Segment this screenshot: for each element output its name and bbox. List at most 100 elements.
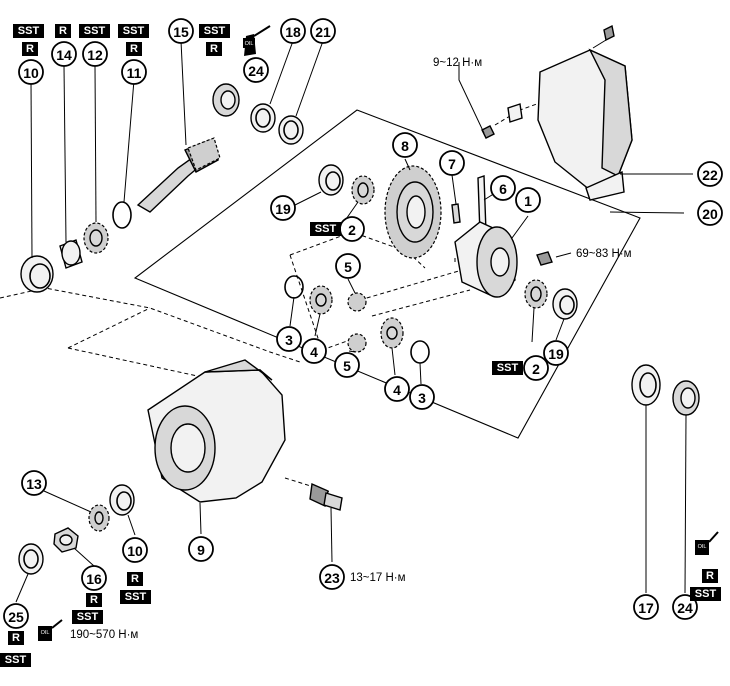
- callout-22-label: 22: [702, 167, 718, 183]
- callout-3-left-label: 3: [285, 332, 293, 348]
- callout-5-lower: 5: [334, 352, 360, 378]
- oil-can-icon: OIL: [243, 25, 271, 56]
- callout-24-top-label: 24: [248, 63, 264, 79]
- callout-7-label: 7: [448, 156, 456, 172]
- oil-can-label: OIL: [41, 630, 50, 636]
- tag-sst-11-label: SST: [123, 25, 145, 37]
- tag-r-24-top: R: [206, 42, 222, 56]
- callout-9-label: 9: [197, 542, 205, 558]
- callout-22: 22: [697, 161, 723, 187]
- bearing-2-lower: [524, 279, 548, 309]
- pinion-gear-5-upper: [347, 292, 367, 312]
- tag-r-16-label: R: [90, 594, 98, 606]
- tag-sst-24-top: SST: [199, 24, 230, 38]
- bearing-race-19-lower: [552, 288, 578, 320]
- bearing-2-upper: [351, 175, 375, 205]
- callout-24-right-label: 24: [677, 600, 693, 616]
- tag-sst-25-label: SST: [5, 654, 27, 666]
- torque-flange-nut: 190~570 Н·м: [70, 629, 138, 641]
- oil-seal-24-right: [672, 380, 700, 416]
- callout-20: 20: [697, 200, 723, 226]
- callout-11: 11: [121, 59, 147, 85]
- callout-23-label: 23: [324, 570, 340, 586]
- callout-3-left: 3: [276, 326, 302, 352]
- tag-sst-11: SST: [118, 24, 149, 38]
- callout-1: 1: [515, 187, 541, 213]
- callout-15: 15: [168, 18, 194, 44]
- side-gear-4-left: [309, 285, 333, 315]
- thrust-washer-3-left: [284, 275, 304, 299]
- tag-sst-10-lower-label: SST: [125, 591, 147, 603]
- tag-plate: [507, 103, 523, 123]
- oil-can-icon: OIL: [38, 619, 63, 641]
- callout-4-right: 4: [384, 376, 410, 402]
- callout-13-label: 13: [26, 476, 42, 492]
- oil-can-label: OIL: [245, 41, 254, 47]
- callout-4-right-label: 4: [393, 382, 401, 398]
- callout-3-right: 3: [409, 384, 435, 410]
- callout-13: 13: [21, 470, 47, 496]
- tag-sst-2-upper-label: SST: [315, 223, 337, 235]
- oil-can-label: OIL: [698, 544, 707, 550]
- torque-ring-gear-bolts: 69~83 Н·м: [576, 248, 632, 260]
- tag-sst-24-top-label: SST: [204, 25, 226, 37]
- callout-5-lower-label: 5: [343, 358, 351, 374]
- callout-18: 18: [280, 18, 306, 44]
- tag-sst-10-lower: SST: [120, 590, 151, 604]
- callout-20-label: 20: [702, 206, 718, 222]
- tag-r-25-label: R: [12, 632, 20, 644]
- bearing-12: [83, 222, 109, 254]
- callout-8: 8: [392, 132, 418, 158]
- torque-cover-bolts: 9~12 Н·м: [433, 57, 482, 69]
- callout-19-lower: 19: [543, 340, 569, 366]
- torque-drain-plug: 13~17 Н·м: [350, 572, 406, 584]
- callout-10-lower-label: 10: [127, 543, 143, 559]
- side-gear-4-right: [380, 317, 404, 349]
- bearing-cup-10-lower: [109, 484, 135, 516]
- tag-r-10-top: R: [22, 42, 38, 56]
- cover-screw: [481, 125, 495, 139]
- spacer-14: [59, 239, 83, 269]
- callout-23: 23: [319, 564, 345, 590]
- callout-12-label: 12: [87, 47, 103, 63]
- callout-6: 6: [490, 175, 516, 201]
- callout-10-top-label: 10: [23, 65, 39, 81]
- rear-cover-22: [537, 48, 633, 201]
- tag-sst-10-top: SST: [13, 24, 44, 38]
- tag-sst-16: SST: [72, 610, 103, 624]
- tag-r-11-label: R: [130, 43, 138, 55]
- callout-3-right-label: 3: [418, 390, 426, 406]
- callout-19-upper: 19: [270, 195, 296, 221]
- bearing-cup-10: [20, 255, 54, 293]
- callout-14-label: 14: [56, 47, 72, 63]
- callout-2-lower-label: 2: [532, 361, 540, 377]
- shim-18: [250, 103, 276, 133]
- shim-11: [112, 201, 132, 229]
- carrier-housing-9: [147, 359, 286, 503]
- tag-r-11: R: [126, 42, 142, 56]
- callout-25-label: 25: [8, 609, 24, 625]
- oil-seal-25: [18, 543, 44, 575]
- shim-21: [278, 115, 304, 145]
- callout-2-lower: 2: [523, 355, 549, 381]
- differential-case-1: [454, 221, 518, 298]
- callout-4-left-label: 4: [310, 344, 318, 360]
- callout-6-label: 6: [499, 181, 507, 197]
- cover-bolt: [592, 24, 615, 49]
- callout-17-label: 17: [638, 600, 654, 616]
- ring-gear-bolt: [536, 251, 553, 266]
- tag-sst-24-right-label: SST: [695, 588, 717, 600]
- callout-9: 9: [188, 536, 214, 562]
- leader-lines: [15, 40, 693, 603]
- carrier-frame: [133, 109, 641, 439]
- callout-16-label: 16: [86, 571, 102, 587]
- callout-7: 7: [439, 150, 465, 176]
- callout-2-upper: 2: [339, 216, 365, 242]
- callout-14: 14: [51, 41, 77, 67]
- bearing-race-19-upper: [318, 164, 344, 196]
- tag-r-10-lower-label: R: [131, 573, 139, 585]
- callout-12: 12: [82, 41, 108, 67]
- callout-11-label: 11: [127, 65, 142, 81]
- callout-21-label: 21: [315, 24, 331, 40]
